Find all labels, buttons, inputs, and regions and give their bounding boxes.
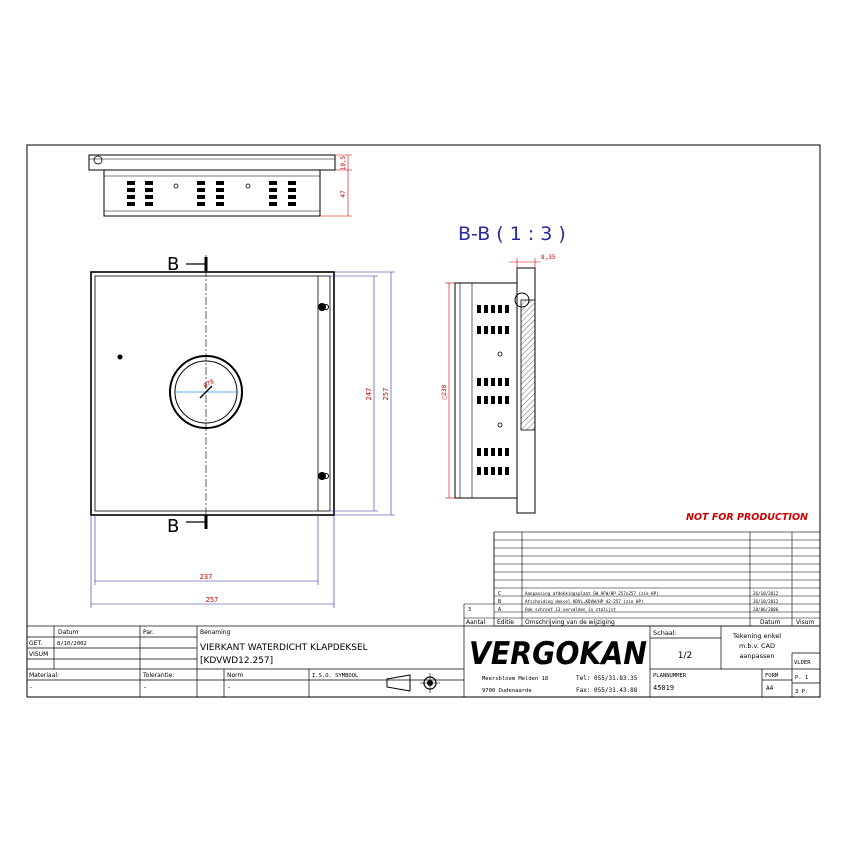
rev-count: 3 bbox=[468, 607, 471, 613]
front-view bbox=[90, 255, 395, 608]
rev-date: 26/10/2012 bbox=[753, 591, 779, 596]
top-view bbox=[88, 154, 352, 217]
revision-rows: C Aanpassing afdekkingsplaat GW_AFW/HP 2… bbox=[466, 591, 815, 626]
note-line3: aanpassen bbox=[739, 652, 774, 660]
benaming-line2: [KDVWD12.257] bbox=[200, 656, 273, 666]
note-line2: m.b.v. CAD bbox=[739, 642, 775, 650]
section-title: B-B ( 1 : 3 ) bbox=[458, 223, 566, 245]
norm-label: Norm bbox=[227, 672, 244, 679]
row-get: GET. bbox=[29, 640, 42, 647]
page-label: P. 1 bbox=[795, 675, 808, 681]
form-value: A4 bbox=[766, 685, 774, 692]
rev-header-datum: Datum bbox=[760, 619, 780, 626]
revision-table bbox=[463, 531, 821, 627]
rev-header-aantal: Aantal bbox=[466, 619, 486, 626]
schaal-label: Schaal: bbox=[653, 629, 677, 637]
rev-description: Ook schroef 13 vervalden in stalijst bbox=[525, 607, 616, 612]
section-marker-top: B bbox=[167, 254, 179, 275]
rev-description: Afscheiding deksel KDVL,KDVW/HP 42-257 (… bbox=[525, 599, 644, 604]
section-view bbox=[445, 258, 540, 514]
materiaal-label: Materiaal: bbox=[29, 672, 59, 679]
rev-date: 28/06/2006 bbox=[753, 607, 779, 612]
rev-letter: B bbox=[498, 599, 501, 605]
note-line1: Tekening enkel bbox=[732, 632, 781, 640]
col-benaming: Benaming bbox=[200, 629, 231, 636]
form-label: FORM bbox=[765, 673, 779, 679]
rev-header-omschrijving: Omschrijving van de wijziging bbox=[525, 619, 615, 626]
planummer-value: 45019 bbox=[653, 684, 674, 692]
phone: Tel: 055/31.83.35 bbox=[576, 675, 638, 682]
rev-date: 26/10/2012 bbox=[753, 599, 779, 604]
planummer-label: PLANNUMMER bbox=[653, 673, 687, 679]
norm-value: - bbox=[228, 684, 230, 691]
dim-width-outer: 257 bbox=[206, 596, 219, 604]
section-marker-bottom: B bbox=[167, 516, 179, 537]
col-par: Par. bbox=[143, 629, 154, 636]
rev-header-visum: Visum bbox=[796, 619, 815, 626]
address-line1: Meersbloem Melden 18 bbox=[482, 676, 548, 682]
row-visum: VISUM bbox=[29, 651, 48, 658]
dim-width-inner: 237 bbox=[200, 573, 213, 581]
tolerantie-label: Tolerantie: bbox=[142, 672, 174, 679]
rev-header-editie: Editie bbox=[497, 619, 514, 626]
tolerantie-value: - bbox=[144, 684, 146, 691]
fax: Fax: 055/31.43.88 bbox=[576, 687, 638, 694]
dim-lip: 10,5 bbox=[340, 155, 347, 170]
dim-section-depth: 8,35 bbox=[541, 254, 556, 261]
dim-height-outer: 257 bbox=[382, 388, 390, 401]
iso-projection-symbol bbox=[386, 673, 440, 693]
rev-letter: C bbox=[498, 591, 501, 597]
get-date: 8/10/2002 bbox=[57, 641, 87, 647]
vlder-label: VLDER bbox=[794, 660, 811, 666]
dim-height-inner: 247 bbox=[365, 388, 373, 401]
schaal-value: 1/2 bbox=[678, 651, 692, 661]
iso-label: I.S.O. SYMBOOL bbox=[312, 673, 359, 679]
pages-label: 3 P. bbox=[795, 689, 808, 695]
col-datum: Datum bbox=[58, 629, 78, 636]
rev-description: Aanpassing afdekkingsplaat GW_AFW/HP 257… bbox=[525, 591, 659, 596]
dim-section-height: □230 bbox=[441, 384, 448, 399]
rev-letter: A bbox=[498, 607, 501, 613]
address-line2: 9700 Oudenaarde bbox=[482, 688, 532, 694]
title-block bbox=[26, 625, 821, 698]
watermark-not-for-production: NOT FOR PRODUCTION bbox=[686, 512, 808, 523]
benaming-line1: VIERKANT WATERDICHT KLAPDEKSEL bbox=[200, 643, 368, 653]
company-logo: VERGOKAN bbox=[469, 636, 647, 672]
drawing-border bbox=[26, 144, 821, 698]
materiaal-value: - bbox=[30, 684, 32, 691]
dim-diameter: Ø78 bbox=[203, 378, 216, 390]
dim-top-depth: 47 bbox=[340, 190, 347, 198]
